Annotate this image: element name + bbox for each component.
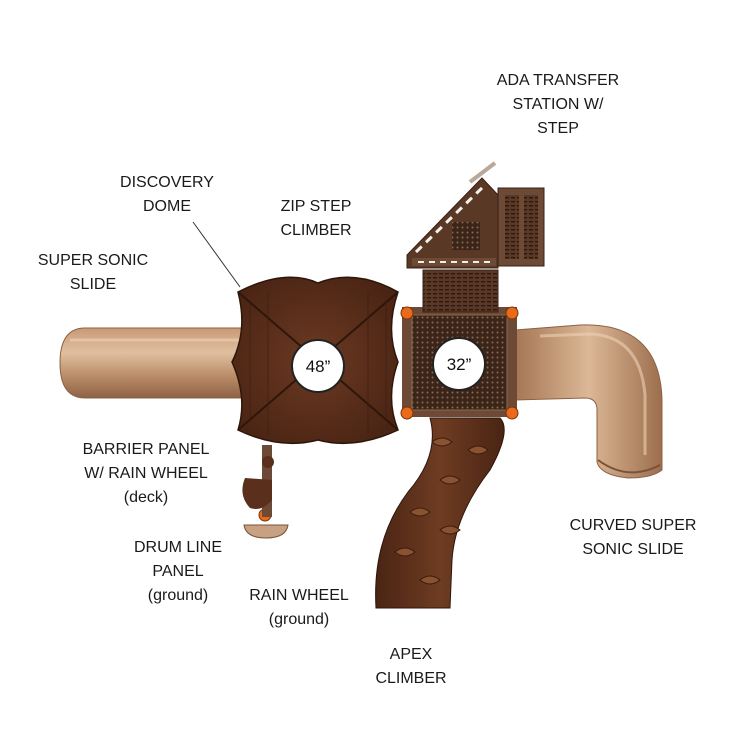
label-super-sonic-slide: SUPER SONIC SLIDE (37, 252, 149, 293)
square-deck-size: 32” (447, 355, 472, 374)
label-apex-climber: APEX CLIMBER (375, 646, 447, 687)
label-discovery-dome: DISCOVERY DOME (120, 174, 214, 215)
label-ada-transfer-station: ADA TRANSFER STATION W/ STEP (496, 72, 620, 137)
discovery-dome-leader (192, 221, 241, 288)
label-barrier-panel: BARRIER PANEL W/ RAIN WHEEL (deck) (82, 441, 210, 506)
super-sonic-slide (59, 327, 256, 399)
square-deck-size-marker: 32” (432, 337, 486, 391)
label-drum-line-panel: DRUM LINE PANEL (ground) (133, 539, 223, 604)
barrier-panel-rain-wheel (242, 445, 274, 517)
label-rain-wheel: RAIN WHEEL (ground) (249, 587, 349, 628)
drum-line-panel (243, 524, 289, 539)
ada-transfer-station (406, 161, 545, 269)
apex-climber (375, 417, 505, 609)
dome-deck-size: 48” (306, 357, 331, 376)
zip-step-climber (422, 269, 499, 313)
label-zip-step-climber: ZIP STEP CLIMBER (280, 198, 352, 239)
label-curved-slide: CURVED SUPER SONIC SLIDE (569, 517, 697, 558)
dome-deck-size-marker: 48” (291, 339, 345, 393)
curved-super-sonic-slide (514, 324, 663, 479)
